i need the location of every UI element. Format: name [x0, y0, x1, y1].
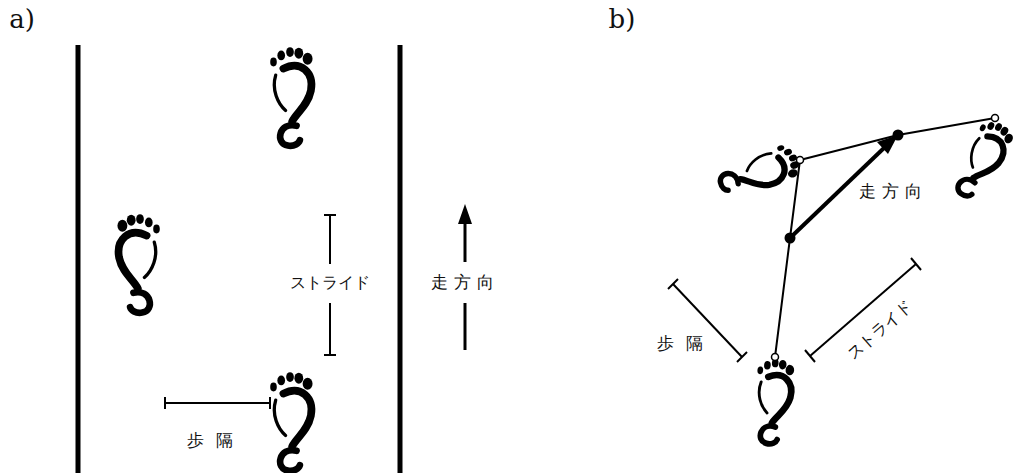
step-width-label: 歩隔	[654, 333, 718, 355]
panel-letter: a)	[6, 4, 38, 36]
footprint	[715, 141, 803, 201]
footprint	[270, 372, 312, 471]
footprint	[117, 214, 159, 313]
footprint	[270, 47, 312, 146]
stride-label: ストライド	[287, 273, 373, 293]
footprint	[948, 116, 1016, 204]
track-border	[76, 45, 81, 473]
stride-label: ストライド	[841, 294, 919, 366]
direction-label: 走方向	[856, 181, 931, 203]
panel-letter: b)	[606, 4, 639, 36]
direction-label: 走方向	[428, 272, 503, 294]
track-border	[398, 45, 403, 473]
step-width-label: 歩隔	[184, 430, 248, 452]
footprint	[751, 357, 795, 445]
step-width-bar	[165, 397, 270, 409]
